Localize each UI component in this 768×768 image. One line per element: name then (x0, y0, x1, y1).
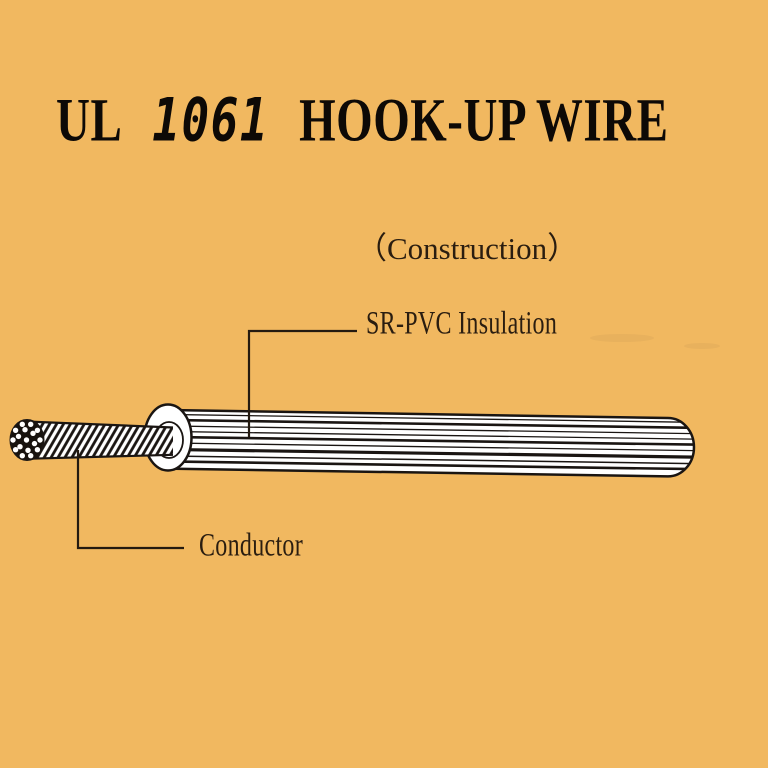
title-number: 1061 (152, 84, 270, 155)
conductor-leader-line (76, 450, 184, 550)
construction-heading: （Construction） (356, 231, 579, 266)
page-title: UL 1061 HOOK-UP WIRE (56, 84, 669, 157)
background-smudges (590, 334, 720, 349)
conductor-body (25, 420, 174, 460)
conductor-strand-hatch (27, 421, 173, 459)
conductor-label: Conductor (199, 528, 304, 564)
insulation-extrusion-lines (168, 413, 694, 471)
insulation-leader-line (247, 329, 357, 437)
title-brand: UL (56, 87, 123, 155)
title-product: HOOK-UP WIRE (299, 87, 669, 155)
insulation-label: SR-PVC Insulation (366, 306, 558, 342)
conductor-end-strands (9, 419, 45, 461)
